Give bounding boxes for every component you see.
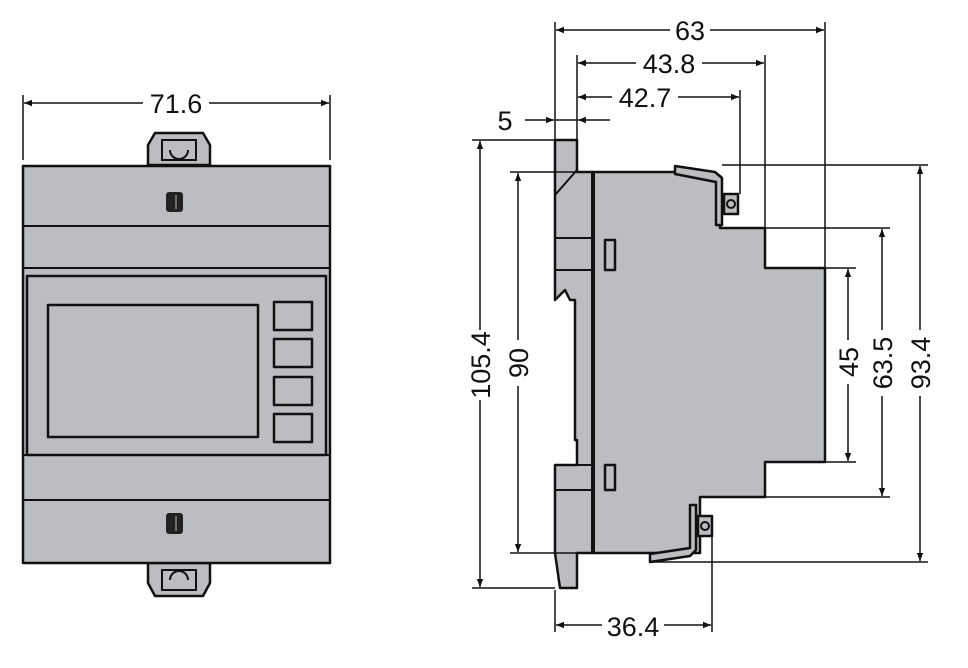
dim-clip-offset: 5 xyxy=(497,106,610,136)
depth-total-label: 63 xyxy=(675,16,705,46)
width-label: 71.6 xyxy=(150,89,203,119)
depth-body-label: 43.8 xyxy=(643,49,696,79)
dim-height-terminals: 93.4 xyxy=(650,164,938,563)
dim-depth-terminal: 42.7 xyxy=(578,81,741,194)
height-body-label: 90 xyxy=(504,348,534,378)
main-body xyxy=(591,170,827,555)
dim-width: 71.6 xyxy=(22,86,331,160)
terminal-cover-bottom xyxy=(648,503,698,564)
depth-terminal-label: 42.7 xyxy=(619,83,672,113)
seal-slot-top xyxy=(166,192,183,212)
led-window-top xyxy=(603,238,617,272)
dim-terminal-pitch: 36.4 xyxy=(554,536,713,642)
clip-offset-label: 5 xyxy=(497,106,512,136)
dim-height-front: 45 xyxy=(825,267,866,463)
terminal-pitch-label: 36.4 xyxy=(607,612,660,642)
button-1 xyxy=(272,300,314,332)
height-front-label: 45 xyxy=(834,347,864,377)
dim-height-body: 90 xyxy=(502,171,593,554)
dim-height-step: 63.5 xyxy=(765,227,900,498)
height-terminals-label: 93.4 xyxy=(906,337,936,390)
button-2 xyxy=(272,337,314,369)
seal-slot-bottom xyxy=(166,513,183,534)
terminal-screw-bottom xyxy=(696,514,714,538)
terminal-screw-top xyxy=(722,192,740,216)
dim-depth-total: 63 xyxy=(554,14,826,268)
bottom-din-clip xyxy=(146,561,212,598)
height-step-label: 63.5 xyxy=(868,337,898,390)
din-rail-clip xyxy=(553,138,595,590)
button-3 xyxy=(272,375,314,407)
display-screen xyxy=(46,303,260,439)
front-view xyxy=(21,131,332,598)
dim-depth-body: 43.8 xyxy=(576,47,766,228)
terminal-cover-top xyxy=(673,164,724,227)
side-view xyxy=(553,138,827,590)
dim-height-clip: 105.4 xyxy=(463,139,555,589)
led-window-bottom xyxy=(603,463,617,492)
button-4 xyxy=(272,412,314,444)
height-clip-label: 105.4 xyxy=(466,331,496,399)
